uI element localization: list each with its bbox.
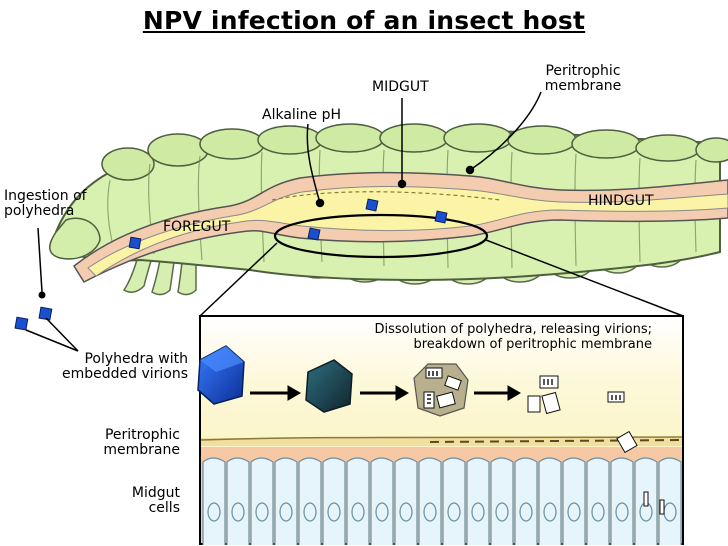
- label-dissolution: Dissolution of polyhedra, releasing viri…: [352, 322, 653, 352]
- polyhedra-ingestion: [14, 227, 79, 352]
- polyhedron-intact: [197, 345, 245, 405]
- label-alkaline-ph: Alkaline pH: [262, 107, 342, 123]
- label-peritrophic-inset-line2: membrane: [103, 442, 180, 458]
- label-polyhedra-line2: embedded virions: [61, 366, 188, 382]
- polyhedron-dissolving: [305, 359, 353, 413]
- label-midgut-cells: Midgut cells: [90, 486, 180, 516]
- label-ingestion-line1: Ingestion of: [4, 188, 87, 204]
- label-peritrophic-top-line2: membrane: [544, 78, 622, 94]
- label-peritrophic-membrane-inset: Peritrophic membrane: [70, 428, 180, 458]
- label-dissolution-line1: Dissolution of polyhedra, releasing viri…: [374, 322, 653, 337]
- inset-region-outline: [273, 213, 489, 259]
- caterpillar-segments: [101, 123, 728, 181]
- label-peritrophic-top-line1: Peritrophic: [545, 63, 621, 79]
- midgut-cell-row: [202, 457, 682, 545]
- polyhedron-releasing: [413, 363, 469, 417]
- label-hindgut: HINDGUT: [588, 193, 654, 209]
- label-peritrophic-inset-line1: Peritrophic: [104, 427, 180, 443]
- cell-nuclei: [207, 502, 677, 522]
- label-midgut: MIDGUT: [372, 79, 429, 95]
- arrow-1: [250, 385, 301, 401]
- label-pointers: [306, 91, 542, 208]
- diagram-title: NPV infection of an insect host: [142, 6, 586, 35]
- label-foregut: FOREGUT: [163, 219, 231, 235]
- inset-panel: [197, 315, 684, 545]
- arrow-2: [360, 385, 409, 401]
- label-ingestion-line2: polyhedra: [4, 203, 75, 219]
- label-polyhedra-embedded-virions: Polyhedra with embedded virions: [20, 352, 188, 382]
- label-midgut-cells-line1: Midgut: [131, 485, 180, 501]
- label-midgut-cells-line2: cells: [148, 500, 180, 516]
- polyhedra-in-gut: [128, 198, 448, 250]
- label-dissolution-line2: breakdown of peritrophic membrane: [413, 337, 652, 352]
- label-polyhedra-line1: Polyhedra with: [84, 351, 188, 367]
- label-ingestion-of-polyhedra: Ingestion of polyhedra: [4, 189, 87, 219]
- label-peritrophic-membrane-top: Peritrophic membrane: [528, 64, 638, 94]
- arrow-3: [474, 385, 521, 401]
